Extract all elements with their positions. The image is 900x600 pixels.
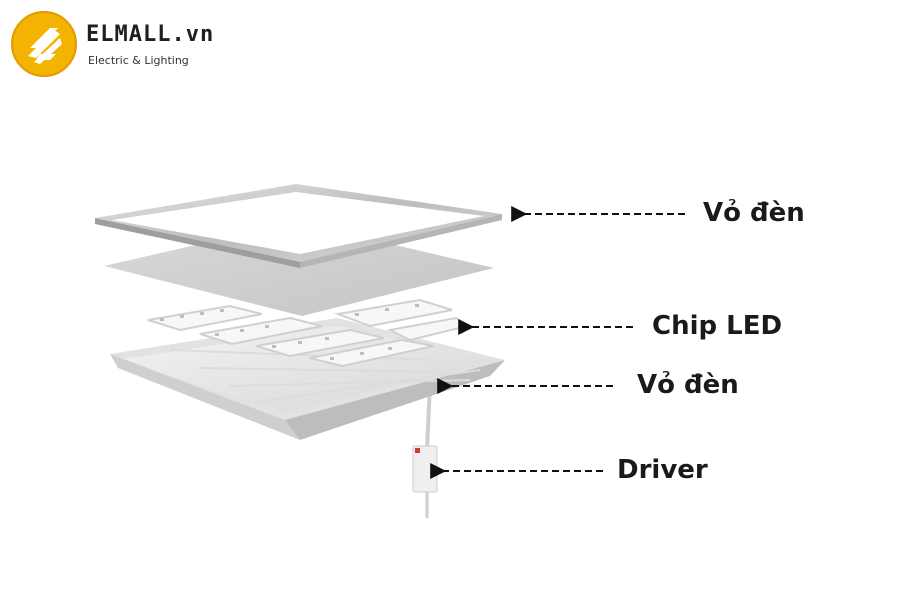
brand-name: ELMALL.vn <box>86 22 215 47</box>
label-housing-tray: Vỏ đèn <box>637 370 739 400</box>
lighting-bolt-icon <box>11 11 77 77</box>
brand-tagline: Electric & Lighting <box>88 54 189 67</box>
led-chips <box>160 304 419 360</box>
driver-box <box>412 445 438 518</box>
label-chip-led: Chip LED <box>652 311 783 341</box>
top-frame <box>95 184 502 268</box>
brand-logo: ELMALL.vn Electric & Lighting <box>10 8 250 78</box>
label-driver: Driver <box>617 455 708 485</box>
led-strips <box>147 298 471 368</box>
label-frame-top: Vỏ đèn <box>703 198 805 228</box>
